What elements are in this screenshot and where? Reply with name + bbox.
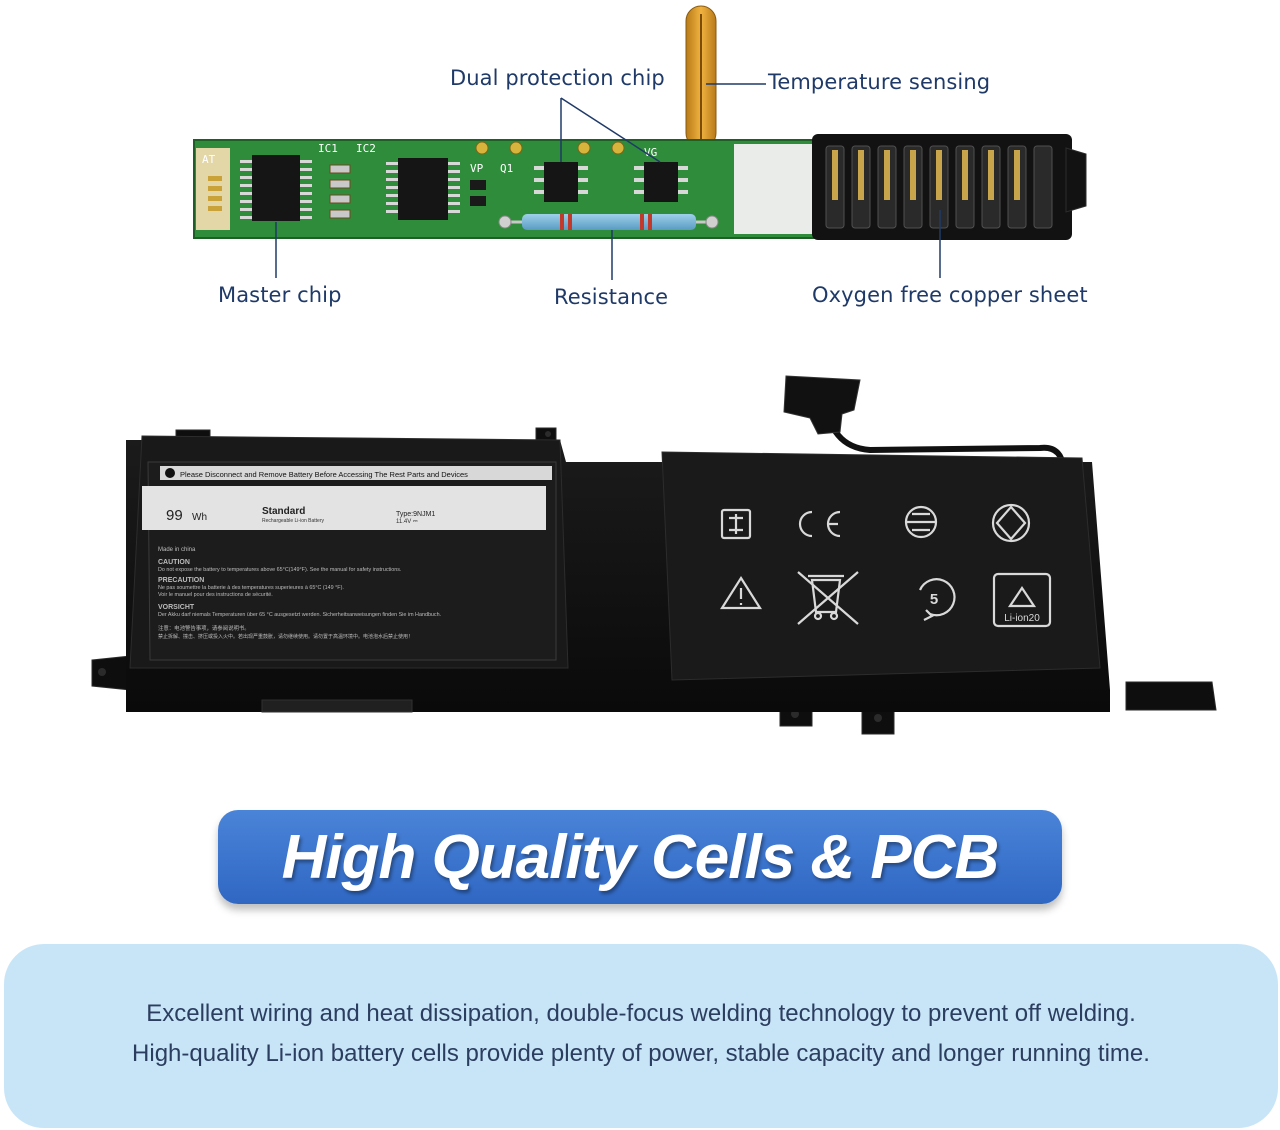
pcb-board-graphic: AT IC1 IC2 [193,5,1087,280]
weee-bin-icon [797,571,859,625]
label-cn-line-2: 禁止拆解、撞击、挤压或投入火中。若出现严重鼓胀，请勿继续使用。请勿置于高温环境中… [158,633,413,640]
label-caution-title: CAUTION [158,559,190,566]
label-master-chip: Master chip [218,283,342,307]
bsmi-mark-icon [904,505,938,539]
copper-connector [812,134,1087,240]
resistor [498,214,719,230]
silk-vp: VP [470,162,484,175]
silk-vg: VG [644,146,657,159]
description-line-2: High-quality Li-ion battery cells provid… [132,1040,1150,1067]
ce-mark-icon [798,510,841,538]
description-box: Excellent wiring and heat dissipation, d… [4,944,1278,1128]
silk-q1: Q1 [500,162,513,175]
headline-banner: High Quality Cells & PCB [218,810,1062,904]
label-precaution-title: PRECAUTION [158,577,204,584]
description-line-1: Excellent wiring and heat dissipation, d… [146,1000,1136,1027]
headline-title: High Quality Cells & PCB [281,822,1000,892]
label-capacity: 99 [166,507,183,524]
recycle-mark-text: Li-ion20 [1004,613,1040,624]
protection-chip-2 [644,162,678,202]
label-resistance: Resistance [554,285,669,309]
label-temperature-sensing: Temperature sensing [768,70,991,94]
label-made-in: Made in china [158,547,196,553]
li-ion-recycle-icon [992,572,1052,628]
label-standard: Standard [262,506,305,517]
battery-cable-connector [783,375,861,435]
psb-mark-icon [991,503,1031,543]
label-capacity-unit: Wh [192,512,207,523]
silk-ic2: IC2 [356,142,376,155]
label-oxygen-free-copper-sheet: Oxygen free copper sheet [812,283,1088,307]
label-precaution-text-1: Ne pas soumettre la batterie à des tempe… [158,585,344,591]
battery-label: Please Disconnect and Remove Battery Bef… [142,461,557,661]
silk-at: AT [202,153,216,166]
label-vorsicht-text: Der Akku darf niemals Temperaturen über … [158,612,441,618]
label-precaution-text-2: Voir le manuel pour des instructions de … [158,592,273,598]
warning-triangle-icon [720,575,762,610]
secondary-chip [398,158,448,220]
label-standard-sub: Rechargeable Li-ion Battery [262,518,324,524]
label-type: Type:9NJM1 [396,511,435,518]
label-cn-line-1: 注意：电池警告事项，请参阅说明书。 [158,624,250,632]
label-vorsicht-title: VORSICHT [158,604,195,611]
battery-graphic: Please Disconnect and Remove Battery Bef… [91,375,1217,735]
recycle-number: 5 [930,591,938,608]
label-caution-text: Do not expose the battery to temperature… [158,567,401,573]
protection-chip-1 [544,162,578,202]
recycle-5-icon [918,578,956,621]
label-voltage: 11.4V ⎓ [396,519,418,525]
silk-ic1: IC1 [318,142,338,155]
master-chip [252,155,300,221]
ccc-mark-icon [720,508,752,540]
label-warning: Please Disconnect and Remove Battery Bef… [180,470,468,479]
label-dual-protection-chip: Dual protection chip [450,66,665,90]
